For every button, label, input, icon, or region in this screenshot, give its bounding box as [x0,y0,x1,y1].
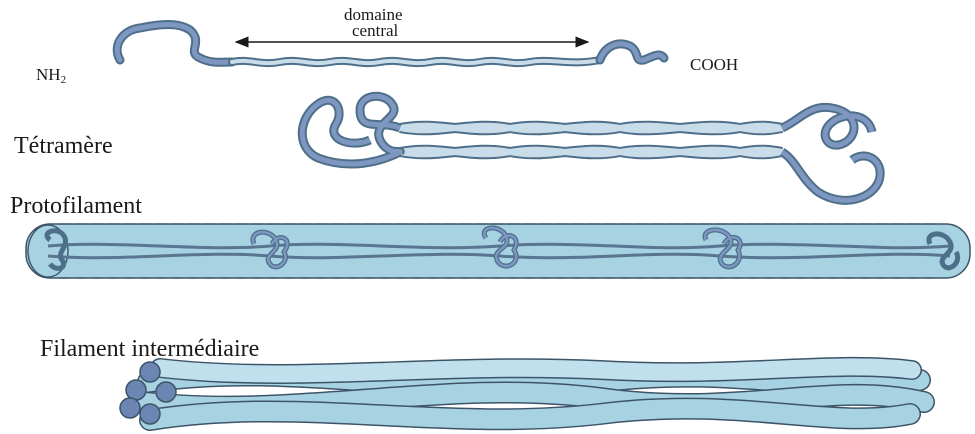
label-nh2-main: NH [36,65,61,84]
filament-tubes [140,367,924,420]
label-intermediate-filament: Filament intermédiaire [40,337,259,361]
label-nh2: NH2 [36,66,66,86]
label-tetramer: Tétramère [14,134,113,158]
monomer-n-head-inner [117,25,232,63]
tetramer-right-heads-inner [782,107,880,200]
label-nh2-sub: 2 [61,74,67,86]
label-cooh: COOH [690,56,738,73]
label-central: central [352,22,398,39]
protofilament [26,224,970,278]
tetramer [302,96,880,200]
intermediate-filament [120,362,924,424]
label-protofilament: Protofilament [10,194,142,218]
